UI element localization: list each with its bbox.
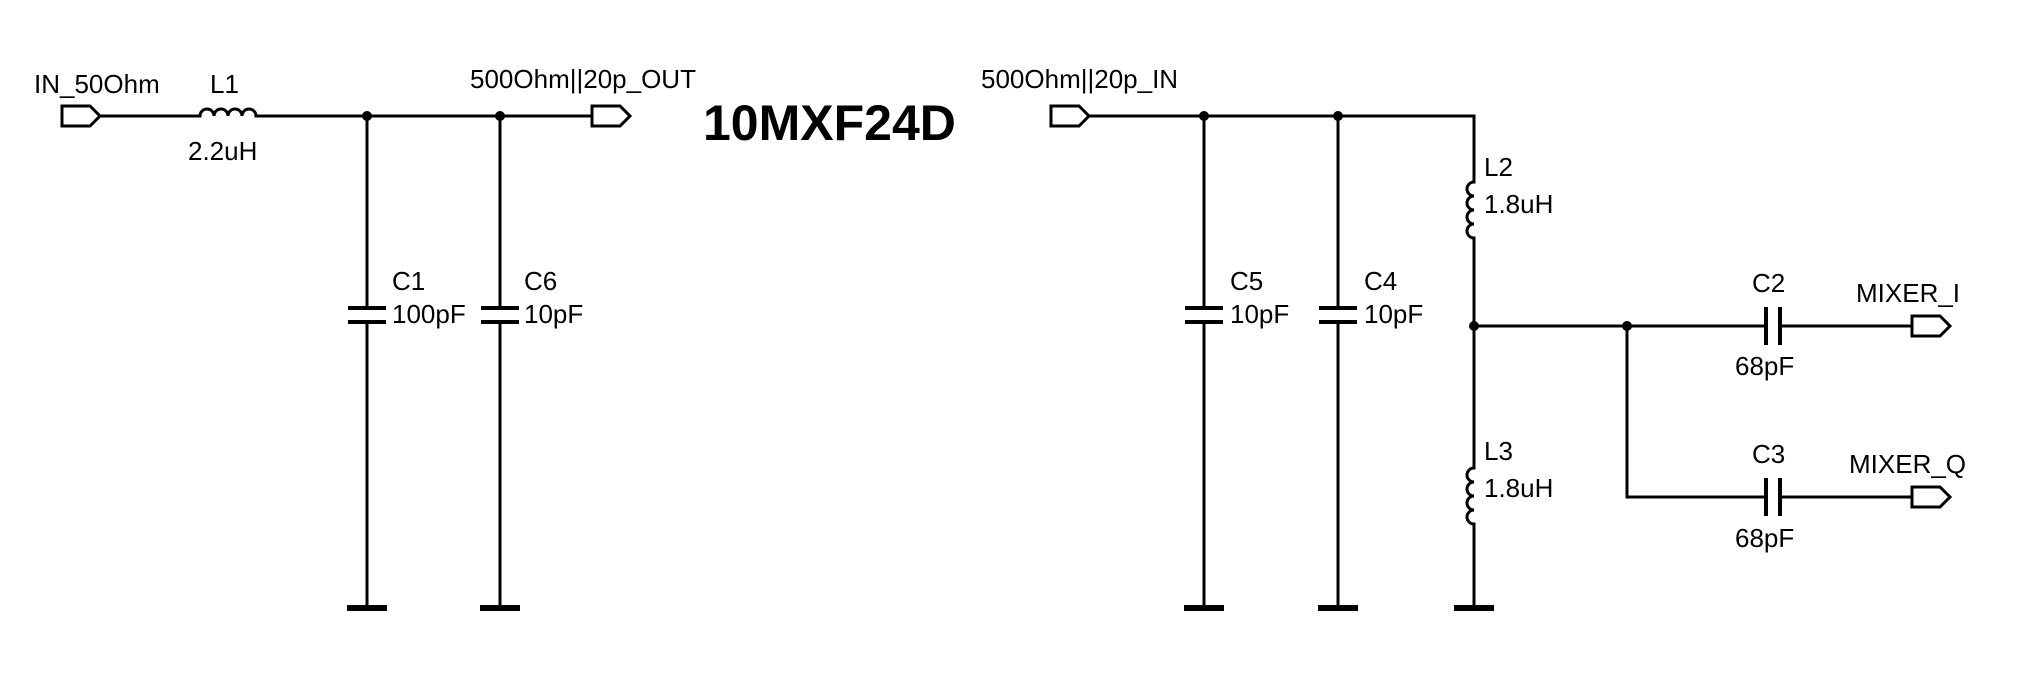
l3-ref: L3 xyxy=(1484,436,1513,466)
l1-ref: L1 xyxy=(210,69,239,99)
port-mixer-q-label: MIXER_Q xyxy=(1849,449,1966,479)
l1-value: 2.2uH xyxy=(188,136,257,166)
c5-ref: C5 xyxy=(1230,266,1263,296)
c3-ref: C3 xyxy=(1752,439,1785,469)
inductor-l3 xyxy=(1465,466,1475,526)
port-out-500ohm-symbol xyxy=(590,104,633,128)
c2-ref: C2 xyxy=(1752,268,1785,298)
c4-value: 10pF xyxy=(1364,299,1423,329)
port-mixer-q-symbol xyxy=(1910,485,1953,509)
l3-value: 1.8uH xyxy=(1484,473,1553,503)
c6-value: 10pF xyxy=(524,299,583,329)
inductor-l2 xyxy=(1465,180,1475,240)
c3-value: 68pF xyxy=(1735,523,1794,553)
port-mixer-i-label: MIXER_I xyxy=(1856,278,1960,308)
port-in-500ohm-label: 500Ohm||20p_IN xyxy=(981,64,1178,94)
c6-ref: C6 xyxy=(524,266,557,296)
c5-value: 10pF xyxy=(1230,299,1289,329)
l2-ref: L2 xyxy=(1484,152,1513,182)
port-out-500ohm-label: 500Ohm||20p_OUT xyxy=(470,64,696,94)
port-in-500ohm-symbol xyxy=(1049,104,1092,128)
c2-value: 68pF xyxy=(1735,351,1794,381)
port-in-50ohm-label: IN_50Ohm xyxy=(34,69,160,99)
l2-value: 1.8uH xyxy=(1484,189,1553,219)
c1-ref: C1 xyxy=(392,266,425,296)
inductor-l1 xyxy=(198,107,258,117)
port-mixer-i-symbol xyxy=(1910,314,1953,338)
c1-value: 100pF xyxy=(392,299,466,329)
schematic-title: 10MXF24D xyxy=(703,95,956,151)
c4-ref: C4 xyxy=(1364,266,1397,296)
port-in-50ohm-symbol xyxy=(60,104,103,128)
